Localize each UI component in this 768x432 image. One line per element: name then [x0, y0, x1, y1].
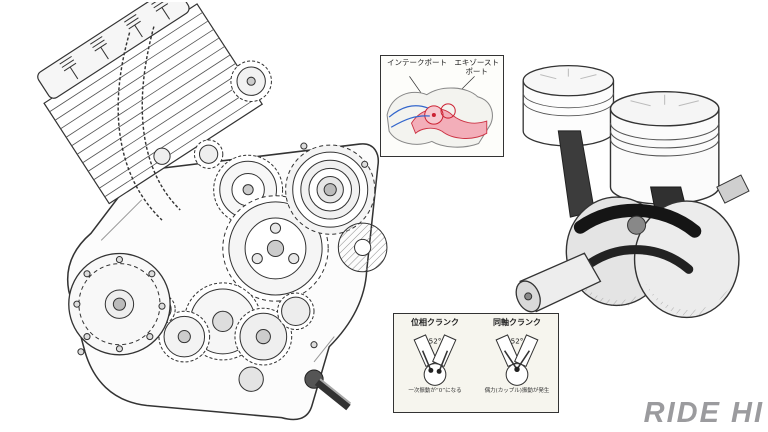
crank-pin: [627, 215, 647, 235]
exhaust-port-label: エキゾースト ポート: [454, 58, 499, 76]
rear-crank-stub: [716, 174, 750, 204]
crank-comparison-inset: 位相クランク 同軸クランク 52° 52°: [393, 313, 559, 413]
phase-crank-angle: 52°: [429, 337, 442, 346]
cylinder-head-port-drawing: [386, 76, 493, 148]
crank-comparison-titles: 位相クランク 同軸クランク: [394, 314, 558, 328]
case-bolts: [77, 142, 369, 356]
intake-flow-line-2: [390, 115, 430, 129]
port-diagram-labels: インテークポート エキゾースト ポート: [381, 56, 503, 76]
cam-chain: [117, 26, 181, 221]
gear-train: [144, 60, 376, 392]
intake-flow-line-1: [388, 105, 428, 118]
coaxial-crank-title: 同軸クランク: [493, 318, 541, 327]
phase-crank-diagram: 52°: [413, 334, 457, 386]
coaxial-crank-diagram: 52°: [495, 334, 539, 386]
engine-cylinder-fins: [37, 2, 264, 205]
coaxial-crank-caption: 偶力(カップル)振動が発生: [484, 388, 550, 394]
alternator-hub: [354, 238, 372, 257]
chain-tensioner: [153, 147, 171, 165]
engine-cutaway-illustration: [37, 2, 388, 421]
front-piston: [609, 91, 720, 205]
intake-port-label: インテークポート: [387, 58, 447, 67]
crank-comparison-captions: 一次振動が“0”になる 偶力(カップル)振動が発生: [394, 388, 558, 394]
valve-center-dot: [431, 113, 436, 118]
big-end-straps: [573, 203, 702, 274]
ride-hi-logo: RIDE HI: [643, 397, 764, 429]
valve-springs: [59, 2, 171, 80]
phase-crank-caption: 一次振動が“0”になる: [408, 388, 462, 394]
clutch-basket: [285, 144, 376, 235]
engine-side-cover: [68, 252, 171, 356]
phase-crank-title: 位相クランク: [411, 318, 459, 327]
front-crank-journal: [515, 252, 602, 313]
valve-circle-2: [440, 103, 456, 119]
coaxial-crank-angle: 52°: [511, 337, 524, 346]
port-diagram-inset: インテークポート エキゾースト ポート: [380, 55, 504, 157]
output-shaft: [304, 369, 352, 411]
crankshaft-pistons-illustration: [515, 64, 750, 319]
